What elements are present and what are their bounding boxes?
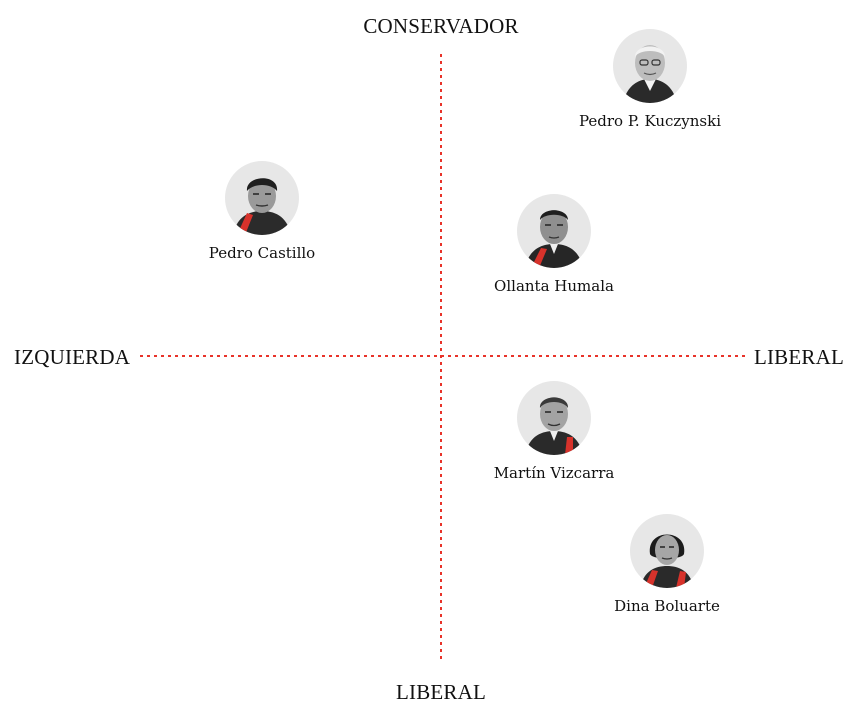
person-boluarte: Dina Boluarte <box>567 514 767 615</box>
axis-label-left: IZQUIERDA <box>14 345 131 369</box>
person-humala: Ollanta Humala <box>454 194 654 295</box>
axis-label-bottom: LIBERAL <box>395 680 487 704</box>
portrait-kuczynski <box>623 45 677 103</box>
portrait-castillo <box>233 178 291 235</box>
portrait-humala <box>525 210 583 268</box>
avatar-vizcarra <box>517 381 591 455</box>
avatar-boluarte <box>630 514 704 588</box>
person-vizcarra: Martín Vizcarra <box>454 381 654 482</box>
avatar-humala <box>517 194 591 268</box>
name-boluarte: Dina Boluarte <box>614 597 720 615</box>
name-humala: Ollanta Humala <box>494 277 614 295</box>
portrait-boluarte <box>640 534 694 588</box>
person-kuczynski: Pedro P. Kuczynski <box>550 29 750 130</box>
axis-label-right: LIBERAL <box>753 345 844 369</box>
portrait-vizcarra <box>525 397 583 455</box>
name-kuczynski: Pedro P. Kuczynski <box>578 112 722 130</box>
axis-label-top: CONSERVADOR <box>363 14 519 38</box>
name-castillo: Pedro Castillo <box>208 244 316 262</box>
name-vizcarra: Martín Vizcarra <box>493 464 615 482</box>
person-castillo: Pedro Castillo <box>162 161 362 262</box>
avatar-castillo <box>225 161 299 235</box>
avatar-kuczynski <box>613 29 687 103</box>
